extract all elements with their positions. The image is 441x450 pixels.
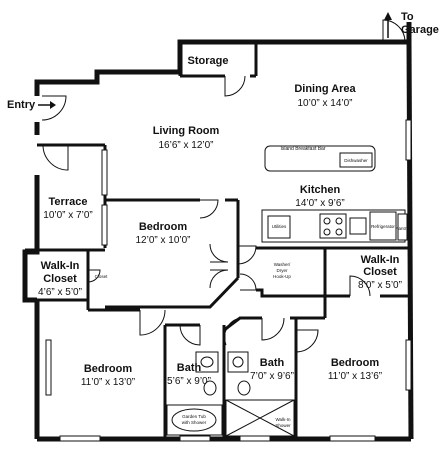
- room-terrace-name: Terrace: [49, 196, 88, 208]
- external-labels: Entry To Garage: [7, 11, 439, 111]
- room-walkin-left-name2: Closet: [43, 273, 77, 285]
- label-closet: Closet: [95, 274, 109, 279]
- sink: [349, 217, 367, 235]
- label-utilities: Utilities: [272, 224, 287, 229]
- label-to-garage-2: Garage: [401, 24, 439, 36]
- label-washer-1: Washer/: [274, 262, 291, 267]
- label-entry: Entry: [7, 99, 36, 111]
- label-dishwasher: Dishwasher: [344, 158, 368, 163]
- room-bedroom-center-dim: 12’0” x 10’0”: [135, 235, 190, 246]
- room-living-dim: 16’6” x 12’0”: [158, 140, 213, 151]
- room-walkin-right-name: Walk-In: [361, 254, 400, 266]
- label-garden-tub-1: Garden Tub: [182, 414, 206, 419]
- room-walkin-right-name2: Closet: [363, 266, 397, 278]
- doors: [41, 19, 406, 353]
- room-bedroom-right-name: Bedroom: [331, 357, 380, 369]
- room-bedroom-center-name: Bedroom: [139, 221, 188, 233]
- kitchen-fixtures: [261, 145, 408, 243]
- room-bedroom-left-name: Bedroom: [84, 363, 133, 375]
- room-bath-right-dim: 7’0” x 9’6”: [250, 371, 294, 382]
- room-bath-left-name: Bath: [177, 362, 202, 374]
- room-bath-right-name: Bath: [260, 357, 285, 369]
- room-kitchen-name: Kitchen: [300, 184, 341, 196]
- room-terrace-dim: 10’0” x 7’0”: [43, 210, 92, 221]
- entry-opening: [30, 96, 42, 122]
- entry-arrow-icon: [38, 101, 56, 109]
- room-bath-left-dim: 5’6” x 9’0”: [167, 376, 211, 387]
- label-shower-1: Walk-In: [275, 417, 291, 422]
- room-dining-dim: 10’0” x 14’0”: [297, 98, 352, 109]
- room-storage: Storage: [188, 55, 229, 67]
- fixture-labels: Island Breakfast Bar Dishwasher Utilitie…: [95, 146, 410, 428]
- stove: [319, 213, 347, 239]
- pantry: [397, 213, 408, 241]
- label-washer-2: Dryer: [277, 268, 289, 273]
- windows: [45, 119, 412, 442]
- room-labels: Storage Dining Area 10’0” x 14’0” Living…: [38, 55, 402, 388]
- room-walkin-left-dim: 4’6” x 5’0”: [38, 287, 82, 298]
- refrigerator: [369, 211, 397, 241]
- label-washer-3: Hook-Up: [273, 274, 291, 279]
- dishwasher: [339, 152, 373, 168]
- utilities: [267, 215, 291, 239]
- room-dining-name: Dining Area: [294, 83, 356, 95]
- walk-in-shower: [225, 399, 295, 437]
- room-bedroom-right-dim: 11’0” x 13’6”: [328, 371, 382, 382]
- label-island: Island Breakfast Bar: [280, 146, 325, 152]
- garage-arrow-icon: [384, 12, 392, 38]
- label-pantry: Pantry: [395, 226, 409, 231]
- bath-fixtures: [166, 351, 295, 437]
- label-shower-2: Shower: [275, 423, 291, 428]
- label-garden-tub-2: with Shower: [182, 420, 207, 425]
- room-walkin-left-name: Walk-In: [41, 260, 80, 272]
- room-walkin-right-dim: 8’0” x 5’0”: [358, 280, 402, 291]
- label-refrigerator: Refrigerator: [371, 224, 395, 229]
- room-bedroom-left-dim: 11’0” x 13’0”: [81, 377, 135, 388]
- room-living-name: Living Room: [153, 125, 220, 137]
- label-to-garage-1: To: [401, 11, 414, 23]
- room-kitchen-dim: 14’0” x 9’6”: [295, 198, 344, 209]
